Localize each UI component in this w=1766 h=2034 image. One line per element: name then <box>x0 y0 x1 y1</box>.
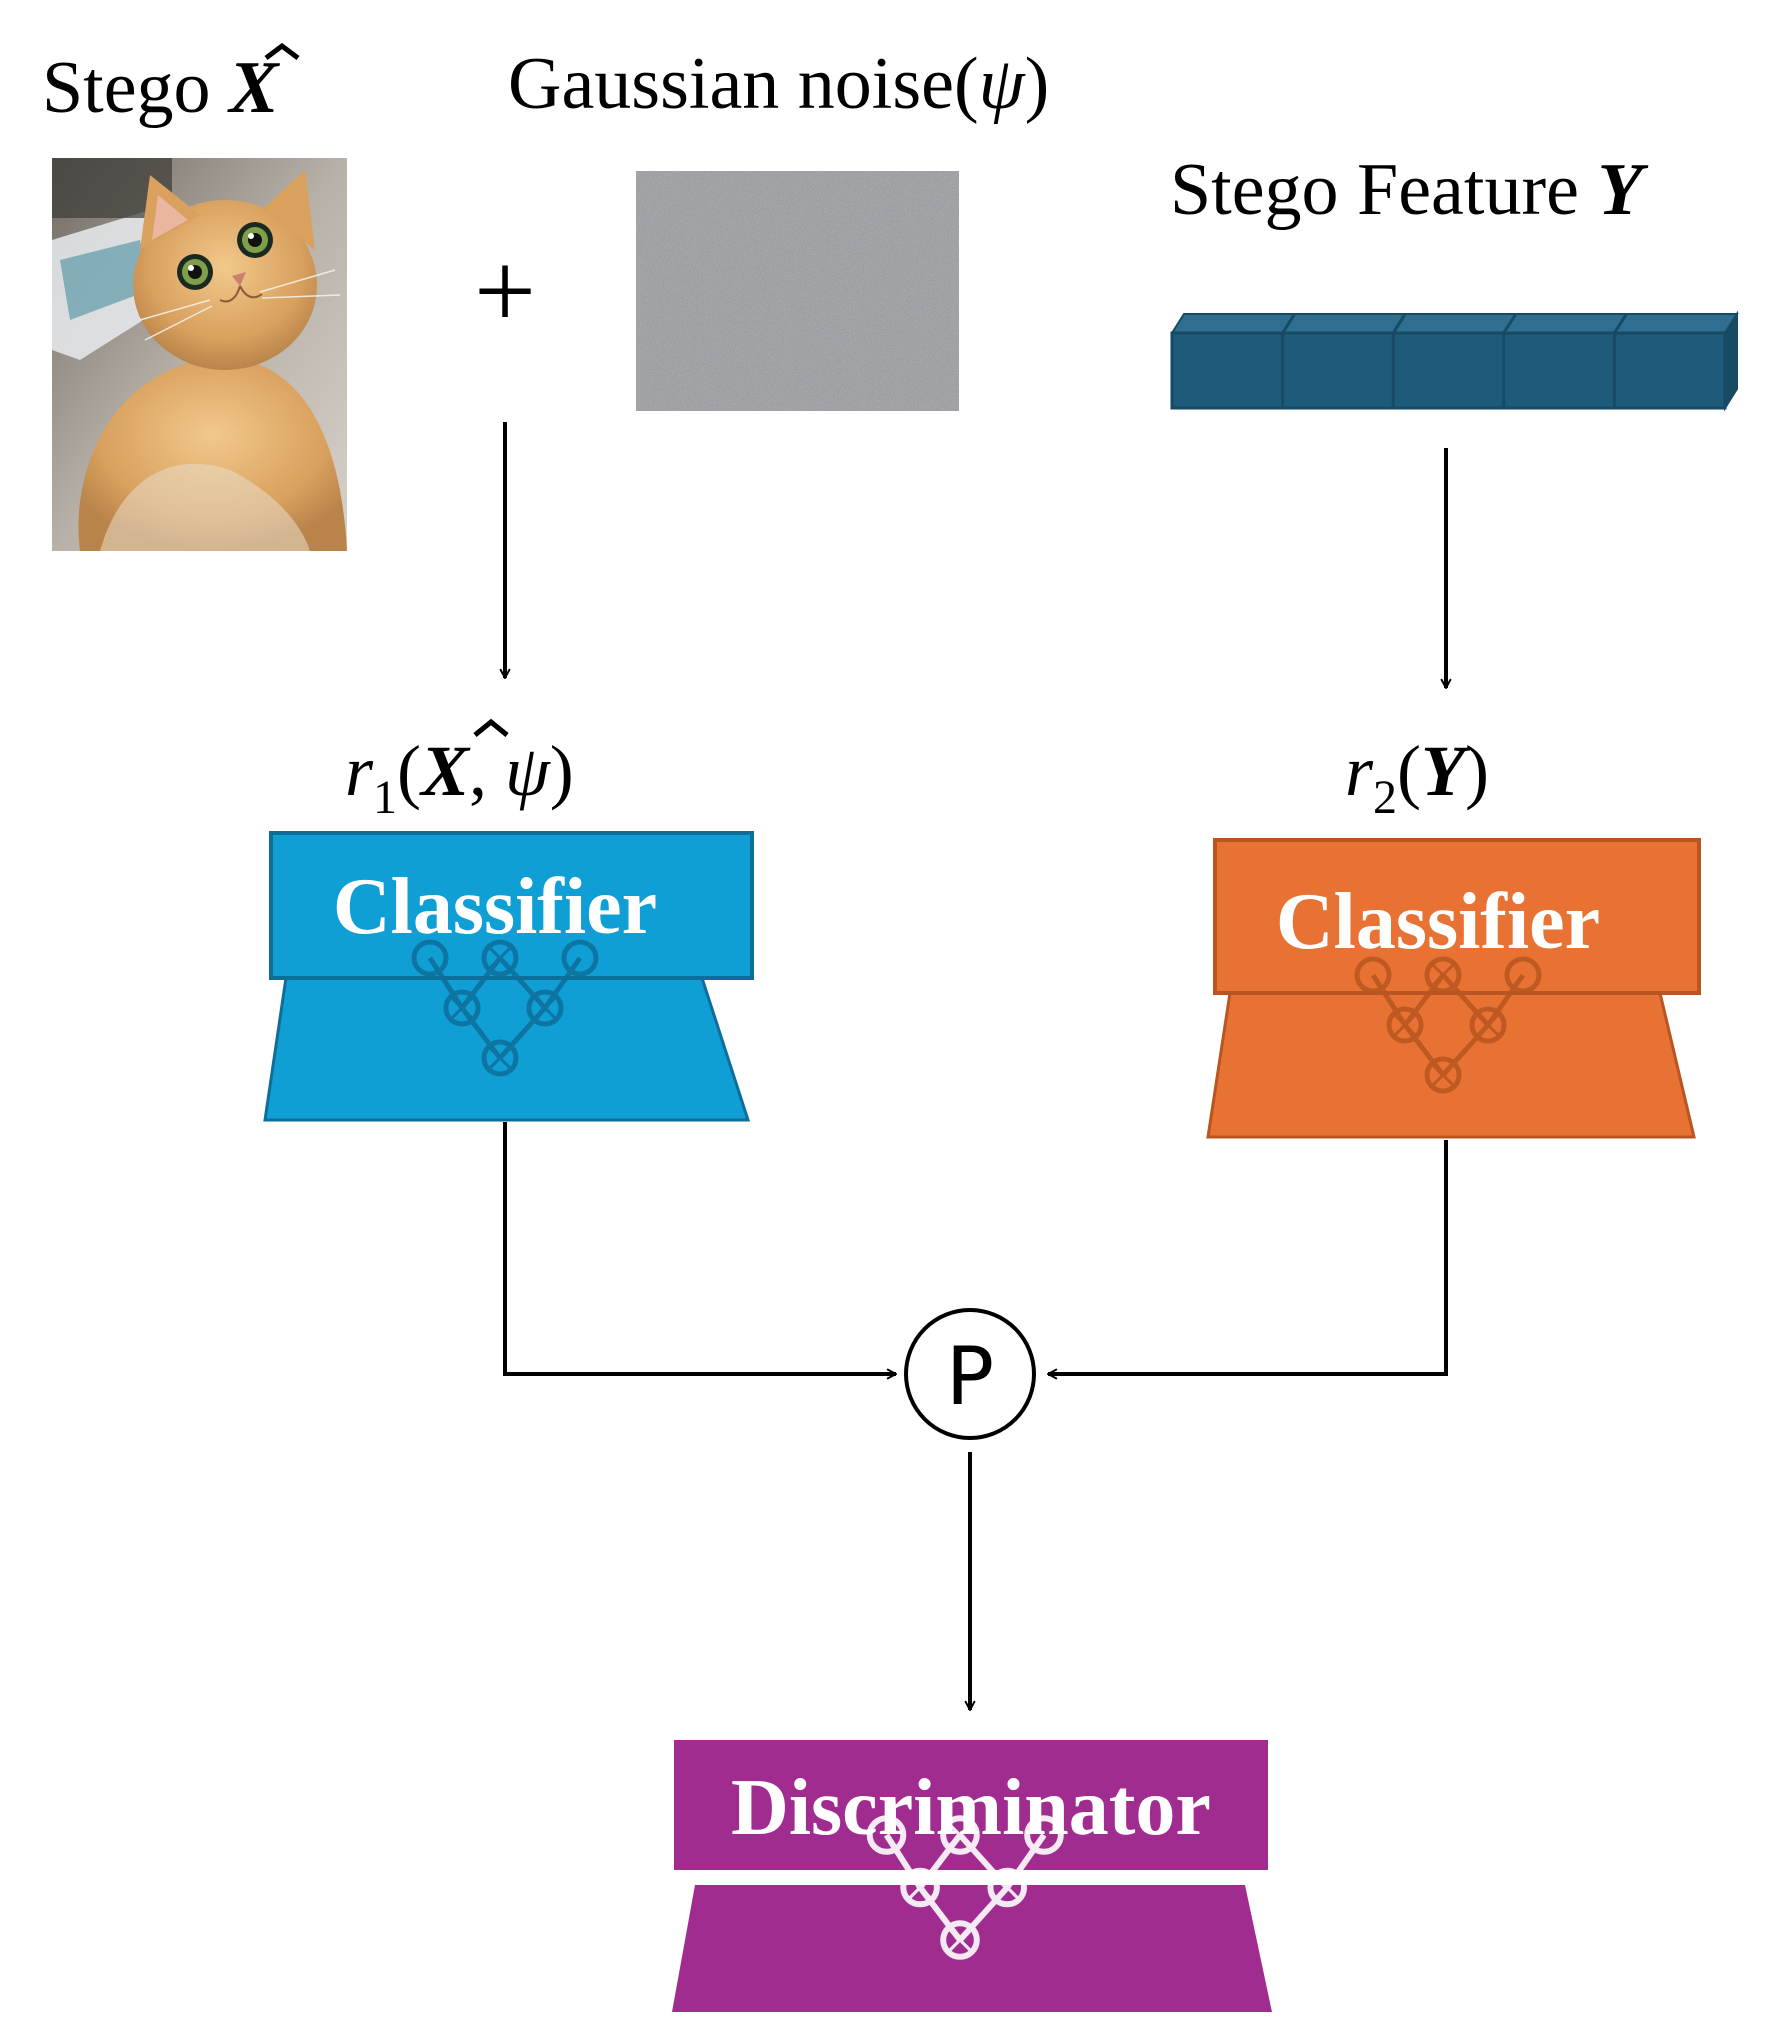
nn-node <box>1354 956 1392 994</box>
hat-accent-icon <box>264 42 300 60</box>
nn-node-cross <box>1432 1064 1454 1086</box>
nn-node <box>1386 1006 1424 1044</box>
nn-node-cross <box>1432 964 1454 986</box>
feature-cell-top-divider <box>1391 313 1407 334</box>
r1-label: r1(X, ψ) <box>345 731 574 824</box>
nn-node <box>1424 956 1462 994</box>
nn-node <box>1424 1056 1462 1094</box>
arrow-right-classifier-to-pool <box>1047 1140 1448 1380</box>
pooling-label: P <box>946 1330 994 1423</box>
nn-node <box>1469 1006 1507 1044</box>
stego-feature-vector <box>1170 310 1739 412</box>
neural-network-icon <box>1354 956 1542 1094</box>
plus-operator: + <box>474 230 536 352</box>
nn-edge <box>427 956 465 1010</box>
gaussian-noise-label: Gaussian noise(ψ) <box>508 43 1049 125</box>
stego-image-cat <box>52 158 347 551</box>
nn-node <box>1024 1815 1064 1855</box>
nn-node-cross <box>451 997 473 1019</box>
nn-node-cross <box>489 1047 511 1069</box>
nn-node <box>940 1815 980 1855</box>
discriminator-label: Discriminator <box>731 1764 1211 1852</box>
nn-node-cross <box>534 997 556 1019</box>
r1-hat-accent-icon <box>473 718 509 737</box>
nn-node <box>481 1039 519 1077</box>
stego-x-label: Stego X <box>42 47 280 129</box>
nn-node-cross <box>948 1823 972 1847</box>
neural-network-icon <box>411 939 599 1077</box>
nn-edge <box>542 956 583 1010</box>
nn-node-cross <box>996 1876 1019 1899</box>
nn-node-cross <box>1477 1014 1499 1036</box>
nn-node <box>411 939 449 977</box>
feature-cell-top-divider <box>1502 313 1518 334</box>
nn-node-cross <box>908 1876 932 1899</box>
neural-network-icon <box>866 1815 1064 1960</box>
nn-node <box>987 1867 1028 1908</box>
nn-node-cross <box>948 1928 972 1952</box>
nn-node <box>940 1920 980 1960</box>
nn-edge <box>883 1833 923 1890</box>
nn-edge <box>1485 973 1526 1027</box>
classifier-right-block: Classifier <box>1206 838 1701 1139</box>
nn-node <box>443 989 481 1027</box>
discriminator-block: Discriminator <box>672 1740 1272 2012</box>
classifier-right-label: Classifier <box>1276 878 1600 966</box>
nn-node-cross <box>489 947 511 969</box>
nn-node <box>561 939 599 977</box>
feature-cell-top-divider <box>1281 313 1296 334</box>
nn-node <box>1504 956 1542 994</box>
nn-node <box>866 1815 907 1855</box>
nn-edge <box>1004 1833 1047 1890</box>
noise-texture <box>636 171 959 411</box>
nn-node <box>900 1867 940 1908</box>
classifier-left-label: Classifier <box>333 863 657 951</box>
pooling-operator: P <box>904 1308 1036 1440</box>
nn-node-cross <box>1394 1014 1416 1036</box>
nn-edge <box>1370 973 1408 1027</box>
feature-cell-top-divider <box>1613 313 1628 334</box>
nn-node <box>481 939 519 977</box>
stego-feature-label: Stego Feature Y <box>1170 149 1648 231</box>
nn-node <box>526 989 564 1027</box>
r2-label: r2(Y) <box>1345 731 1489 824</box>
arrow-left-classifier-to-pool <box>503 1122 897 1380</box>
classifier-left-block: Classifier <box>263 831 754 1122</box>
